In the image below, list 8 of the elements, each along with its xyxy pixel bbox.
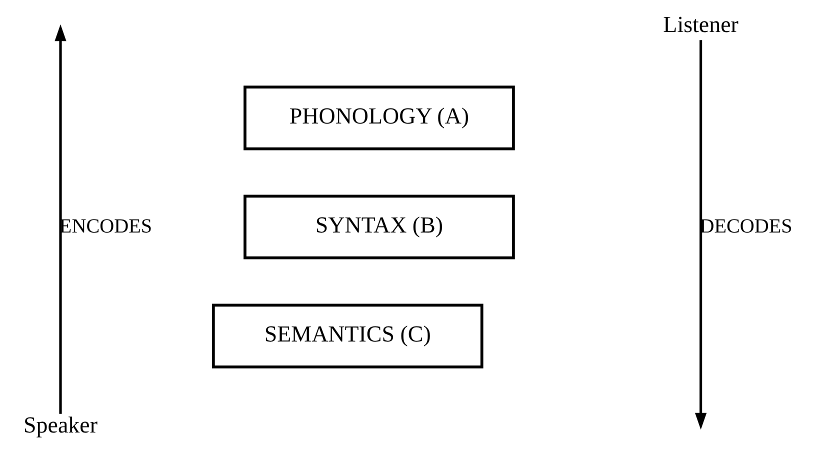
edge-label: DECODES	[700, 215, 792, 238]
arrow	[54, 24, 66, 414]
node-box: PHONOLOGY (A)	[244, 86, 515, 150]
node-box: SEMANTICS (C)	[212, 304, 484, 368]
node-text: Speaker	[24, 412, 98, 438]
node-box: SYNTAX (B)	[244, 194, 515, 260]
node-text: Listener	[663, 12, 738, 38]
arrow	[694, 40, 707, 430]
